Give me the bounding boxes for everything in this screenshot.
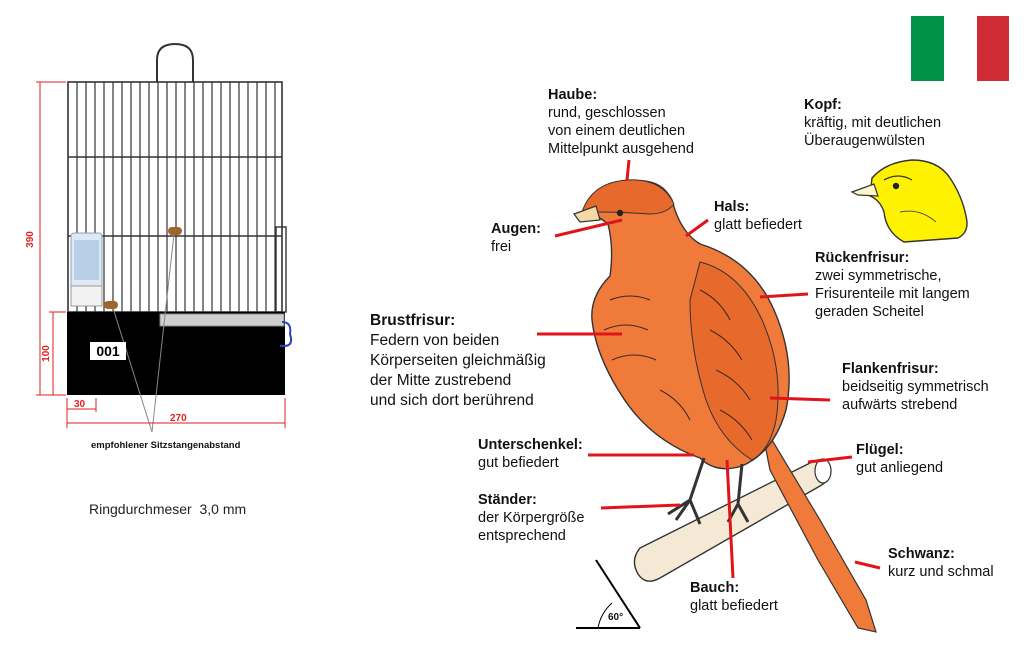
cage-number: 001: [90, 342, 126, 360]
canary-head-illustration: [850, 159, 968, 243]
label-schwanz: Schwanz: kurz und schmal: [888, 546, 994, 580]
dimension-lines: [36, 81, 286, 428]
label-augen: Augen: frei: [491, 221, 541, 255]
dim-base-height: 100: [40, 345, 52, 362]
label-fluegel: Flügel: gut anliegend: [856, 442, 944, 476]
dim-perch-offset: 30: [74, 399, 86, 410]
ring-note: Ringdurchmeser 3,0 mm: [89, 501, 247, 517]
dim-height: 390: [24, 231, 36, 248]
water-bottle: [70, 232, 103, 307]
canary-illustration: [573, 179, 877, 633]
blue-clip-icon: [280, 321, 293, 347]
angle-label: 60°: [608, 612, 624, 623]
label-bauch: Bauch: glatt befiedert: [690, 580, 778, 614]
angle-indicator: [576, 559, 641, 629]
lower-perch: [104, 301, 118, 309]
leader-lines: [537, 159, 881, 579]
dim-width: 270: [170, 413, 187, 424]
label-rueckenfrisur: Rückenfrisur: zwei symmetrische,Frisuren…: [815, 250, 970, 320]
label-hals: Hals: glatt befiedert: [714, 199, 802, 233]
cage-drawer: [159, 313, 285, 327]
label-unterschenkel: Unterschenkel: gut befiedert: [478, 437, 583, 471]
italian-flag: [911, 16, 1009, 81]
upper-perch: [168, 227, 182, 235]
perch-note: empfohlener Sitzstangenabstand: [91, 440, 241, 451]
